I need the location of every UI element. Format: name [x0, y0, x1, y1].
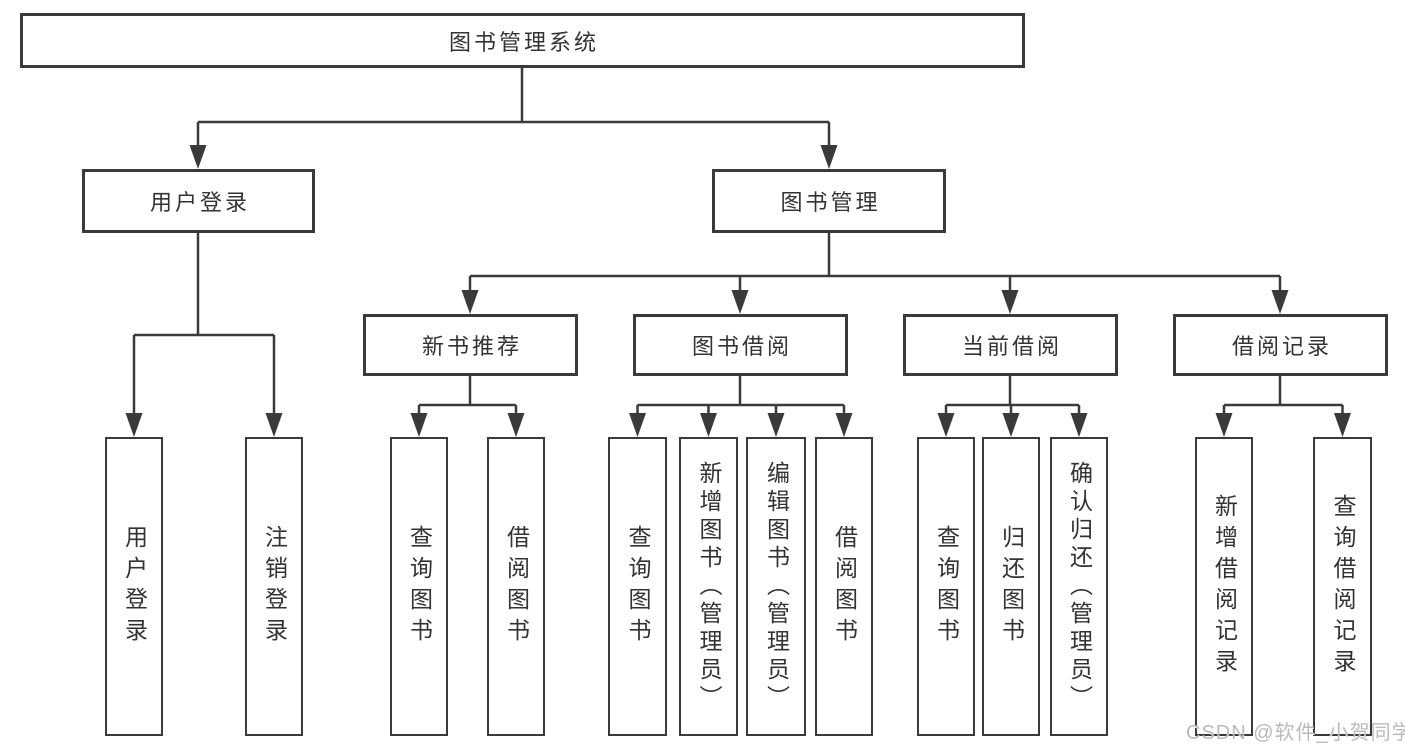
arrowhead [265, 413, 283, 437]
node-label: 用户登录 [121, 524, 148, 649]
arrowhead [461, 290, 479, 314]
node-label: 图书管理系统 [448, 29, 599, 55]
arrowhead [1215, 413, 1233, 437]
arrowhead [629, 413, 646, 437]
node-label: 图书管理 [780, 190, 881, 215]
node-current-borrowing: 当前借阅 [903, 314, 1118, 376]
node-book-management-module: 图书管理 [712, 169, 946, 233]
node-leaf-borrow-query-books: 查询图书 [608, 437, 667, 736]
node-label: 查询图书 [933, 524, 960, 649]
connector-currentborrow-to-leaves [944, 376, 1081, 415]
arrowhead [507, 413, 525, 437]
node-label: 新增借阅记录 [1211, 493, 1238, 680]
node-label: 新增图书（管理员） [696, 460, 722, 713]
node-label: 查询图书 [625, 524, 651, 649]
arrowhead [410, 413, 428, 437]
arrowhead [1334, 413, 1351, 437]
node-label: 归还图书 [998, 524, 1025, 649]
arrowhead [125, 413, 143, 437]
node-label: 借阅图书 [831, 524, 858, 649]
arrowhead [1001, 290, 1019, 314]
arrowhead [700, 413, 717, 437]
node-leaf-newbooks-borrow-books: 借阅图书 [487, 437, 545, 736]
node-leaf-query-borrow-record: 查询借阅记录 [1313, 437, 1372, 736]
arrowhead [820, 145, 838, 169]
arrowhead [937, 413, 955, 437]
node-leaf-add-book-admin: 新增图书（管理员） [679, 437, 738, 736]
connector-bookmgmt-to-level3 [468, 233, 1282, 292]
node-label: 注销登录 [261, 524, 288, 649]
node-leaf-return-books: 归还图书 [982, 437, 1040, 736]
node-label: 新书推荐 [421, 334, 522, 359]
csdn-watermark: CSDN @软件_小贺同学 [1186, 722, 1405, 744]
arrowhead [189, 145, 207, 169]
node-leaf-add-borrow-record: 新增借阅记录 [1195, 437, 1253, 736]
connector-records-to-leaves [1222, 376, 1344, 415]
arrowhead [835, 413, 853, 437]
connector-root-to-level2 [196, 68, 831, 147]
node-label: 借阅图书 [503, 524, 530, 649]
node-label: 编辑图书（管理员） [763, 460, 790, 713]
connector-bookborrow-to-leaves [636, 376, 846, 415]
node-label: 用户登录 [149, 190, 250, 215]
node-label: 查询借阅记录 [1330, 493, 1356, 680]
node-user-login-module: 用户登录 [82, 169, 315, 233]
arrowhead [1271, 290, 1289, 314]
arrowhead [1002, 413, 1020, 437]
node-leaf-borrow-borrow-books: 借阅图书 [815, 437, 873, 736]
node-leaf-newbooks-query-books: 查询图书 [390, 437, 448, 736]
node-new-book-recommend: 新书推荐 [363, 314, 578, 376]
arrowheads [125, 145, 1351, 437]
node-leaf-logout: 注销登录 [245, 437, 303, 736]
node-label: 图书借阅 [691, 334, 792, 359]
node-leaf-current-query-books: 查询图书 [917, 437, 975, 736]
node-leaf-confirm-return-admin: 确认归还（管理员） [1050, 437, 1108, 736]
connector-newbooks-to-leaves [417, 376, 518, 415]
node-label: 确认归还（管理员） [1066, 460, 1093, 713]
node-leaf-edit-book-admin: 编辑图书（管理员） [746, 437, 806, 736]
node-leaf-user-login: 用户登录 [105, 437, 163, 736]
connector-userlogin-to-leaves [132, 233, 276, 415]
node-book-borrowing: 图书借阅 [633, 314, 848, 376]
node-label: 查询图书 [406, 524, 433, 649]
node-label: 当前借阅 [961, 334, 1062, 359]
node-label: 借阅记录 [1231, 334, 1332, 359]
node-library-management-system: 图书管理系统 [20, 13, 1025, 68]
node-borrowing-records: 借阅记录 [1173, 314, 1388, 376]
arrowhead [767, 413, 785, 437]
arrowhead [1070, 413, 1088, 437]
arrowhead [731, 290, 749, 314]
